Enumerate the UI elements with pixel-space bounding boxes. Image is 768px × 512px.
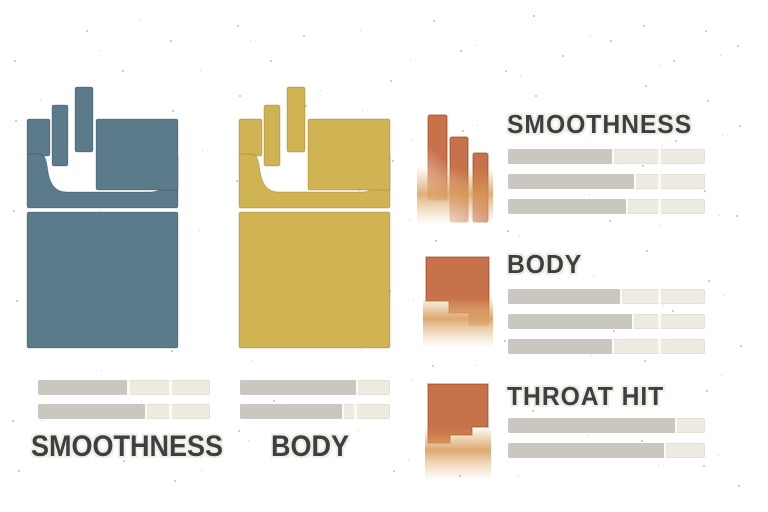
orange-cigarettes-dissolving-illustration: [417, 114, 493, 225]
rating-bar: [508, 149, 705, 164]
rating-bar: [508, 314, 705, 329]
pack-lower-body: [26, 211, 179, 349]
grunge-texture-dots: [0, 0, 1, 1]
rating-bar: [508, 199, 705, 214]
grunge-texture-dots: [0, 0, 2, 2]
right-section-title-body: BODY: [507, 249, 583, 279]
pack-lid: [95, 118, 179, 191]
smoothness-rating-bars-blue: [38, 380, 210, 428]
cigarette-icon: [51, 104, 69, 167]
rating-bar-fill: [508, 149, 613, 164]
sand-fade: [423, 283, 493, 348]
orange-pack-dissolving-illustration: [423, 256, 493, 348]
rating-bar: [508, 174, 705, 189]
sand-fade: [417, 148, 493, 225]
cigarette-icon: [263, 104, 281, 167]
rating-bar-fill: [508, 289, 621, 304]
left-panel-title: SMOOTHNESS: [31, 430, 224, 463]
rating-bar: [240, 380, 390, 395]
body-rating-bars-orange: [508, 289, 705, 364]
rating-bar-fill: [240, 404, 342, 419]
middle-panel-title: BODY: [271, 430, 350, 463]
smoothness-rating-bars-orange: [508, 149, 705, 224]
rating-bar: [508, 339, 705, 354]
rating-bar-fill: [240, 380, 356, 395]
rating-bar-fill: [508, 314, 633, 329]
rating-bar-fill: [38, 380, 128, 395]
cigarette-icon: [286, 86, 306, 153]
cigarette-icon: [26, 118, 51, 157]
rating-bar-fill: [38, 404, 145, 419]
right-section-title-smoothness: SMOOTHNESS: [507, 109, 693, 139]
rating-bar-fill: [508, 199, 627, 214]
yellow-cigarette-pack-illustration: [238, 86, 391, 349]
sand-fade: [425, 413, 491, 481]
rating-bar: [38, 380, 210, 395]
rating-bar-fill: [508, 443, 664, 458]
body-rating-bars-yellow: [240, 380, 390, 428]
cigarette-icon: [238, 118, 263, 157]
throat-hit-rating-bars-orange: [508, 418, 705, 468]
rating-bar: [508, 289, 705, 304]
orange-pack-dissolving-illustration: [425, 383, 491, 481]
rating-bar: [38, 404, 210, 419]
rating-bar: [240, 404, 390, 419]
blue-cigarette-pack-illustration: [26, 86, 179, 349]
rating-bar: [508, 443, 705, 458]
rating-bar-fill: [508, 339, 613, 354]
pack-lid: [307, 118, 391, 191]
rating-bar: [508, 418, 705, 433]
pack-lower-body: [238, 211, 391, 349]
rating-bar-fill: [508, 418, 676, 433]
right-section-title-throat-hit: THROAT HIT: [507, 381, 665, 411]
cigarette-icon: [74, 86, 94, 153]
rating-bar-fill: [508, 174, 635, 189]
